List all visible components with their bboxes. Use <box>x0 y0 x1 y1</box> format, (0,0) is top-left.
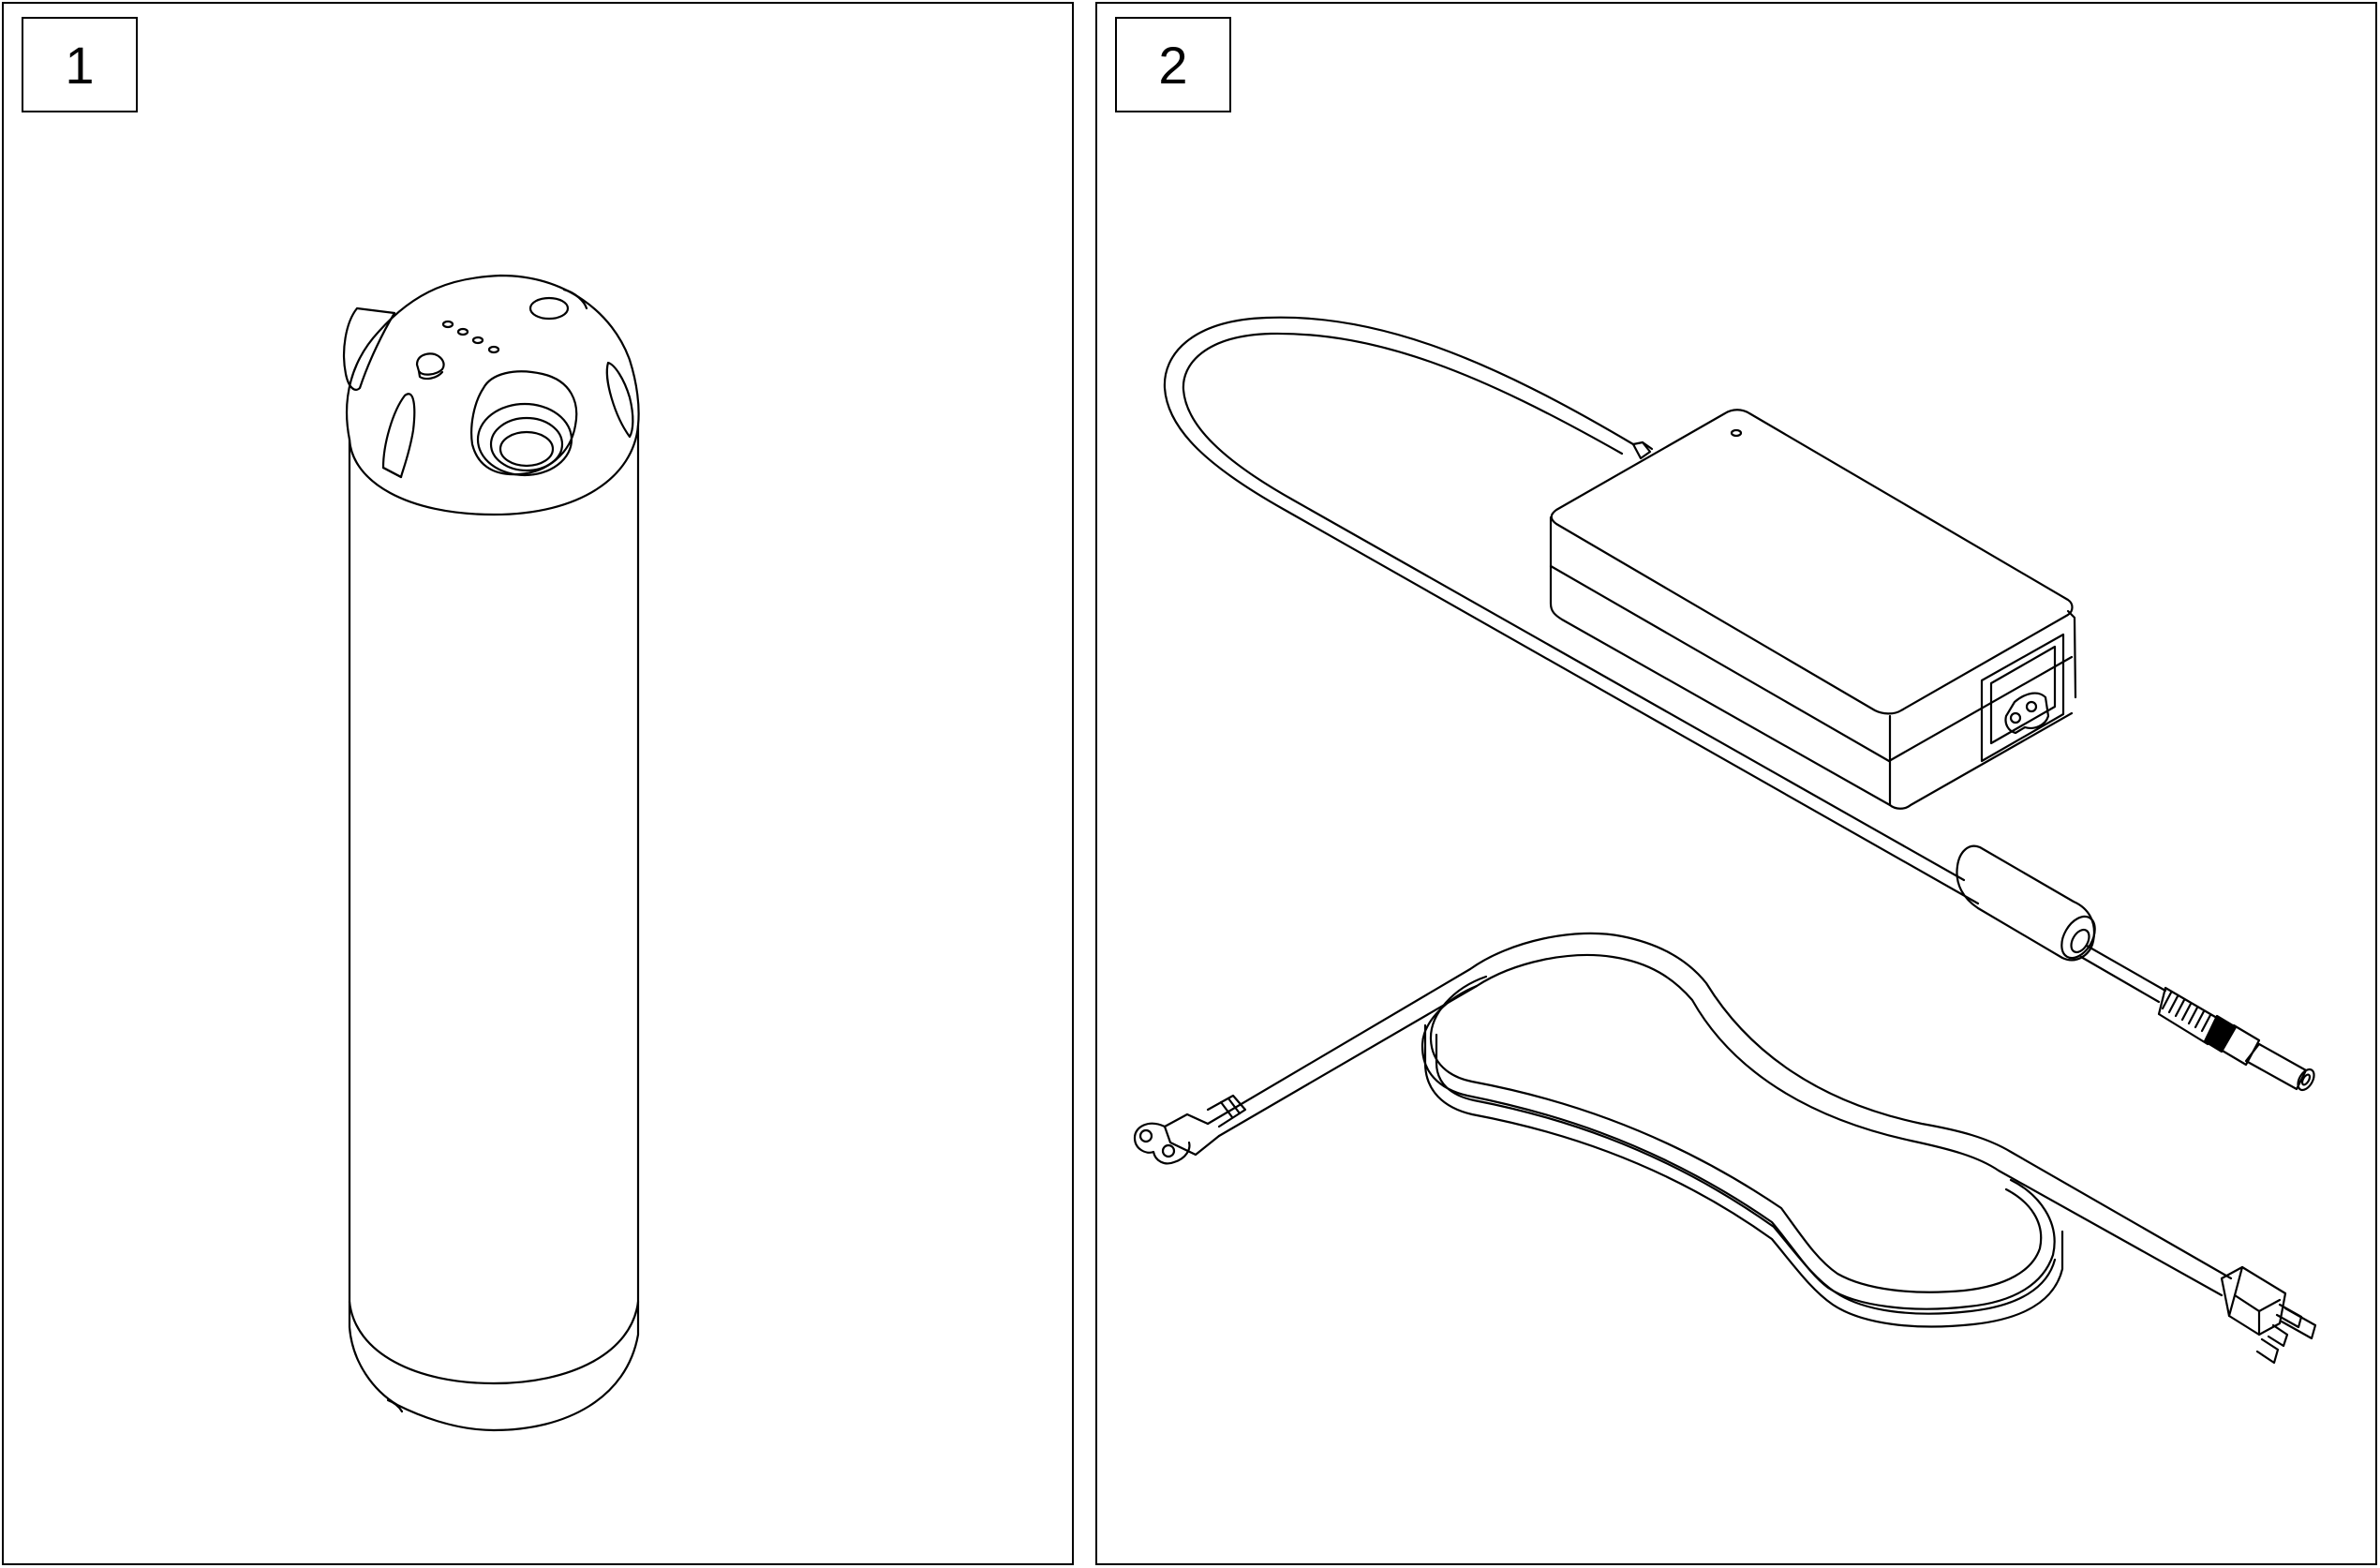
panel-2: 2 <box>1095 2 2377 1565</box>
charger-brick <box>1551 410 2075 809</box>
battery-right-slot <box>607 363 633 437</box>
battery-bottom-base <box>350 1302 638 1430</box>
panel-1-number: 1 <box>22 17 138 112</box>
battery-button <box>417 353 444 374</box>
battery-port-housing <box>471 371 576 474</box>
battery-led-2 <box>458 329 468 335</box>
battery-port-mid <box>491 418 562 470</box>
us-plug <box>2222 1267 2315 1363</box>
dc-plug-assembly <box>1956 846 2317 1093</box>
charger-illustration <box>1097 4 2375 1563</box>
c8-connector <box>1135 1096 1245 1163</box>
battery-dome <box>347 276 639 440</box>
dc-cable-loop <box>1165 318 1978 903</box>
battery-bottom-seam <box>350 1302 638 1383</box>
brick-ac-inlet <box>1982 635 2063 761</box>
brick-led <box>1732 430 1741 436</box>
battery-illustration <box>4 4 1072 1563</box>
battery-led-4 <box>489 347 498 352</box>
brick-front-left <box>1551 517 2072 809</box>
battery-port-inner <box>500 432 553 466</box>
dc-plug-collar <box>2205 1016 2236 1052</box>
battery-top-rim <box>350 426 638 515</box>
dc-plug-tip <box>2246 1044 2306 1089</box>
ac-cord <box>1135 933 2315 1363</box>
panel-1: 1 <box>2 2 1074 1565</box>
battery-left-slot <box>383 394 414 477</box>
battery-top-oval <box>530 298 568 319</box>
battery-left-tab <box>344 308 394 390</box>
brick-top <box>1552 410 2073 713</box>
battery-led-3 <box>473 337 483 343</box>
brick-side-right <box>2068 611 2075 697</box>
battery-led-1 <box>443 321 453 327</box>
battery-port-outer <box>478 404 572 475</box>
battery-rear-lug <box>564 290 587 308</box>
panel-2-number: 2 <box>1115 17 1231 112</box>
